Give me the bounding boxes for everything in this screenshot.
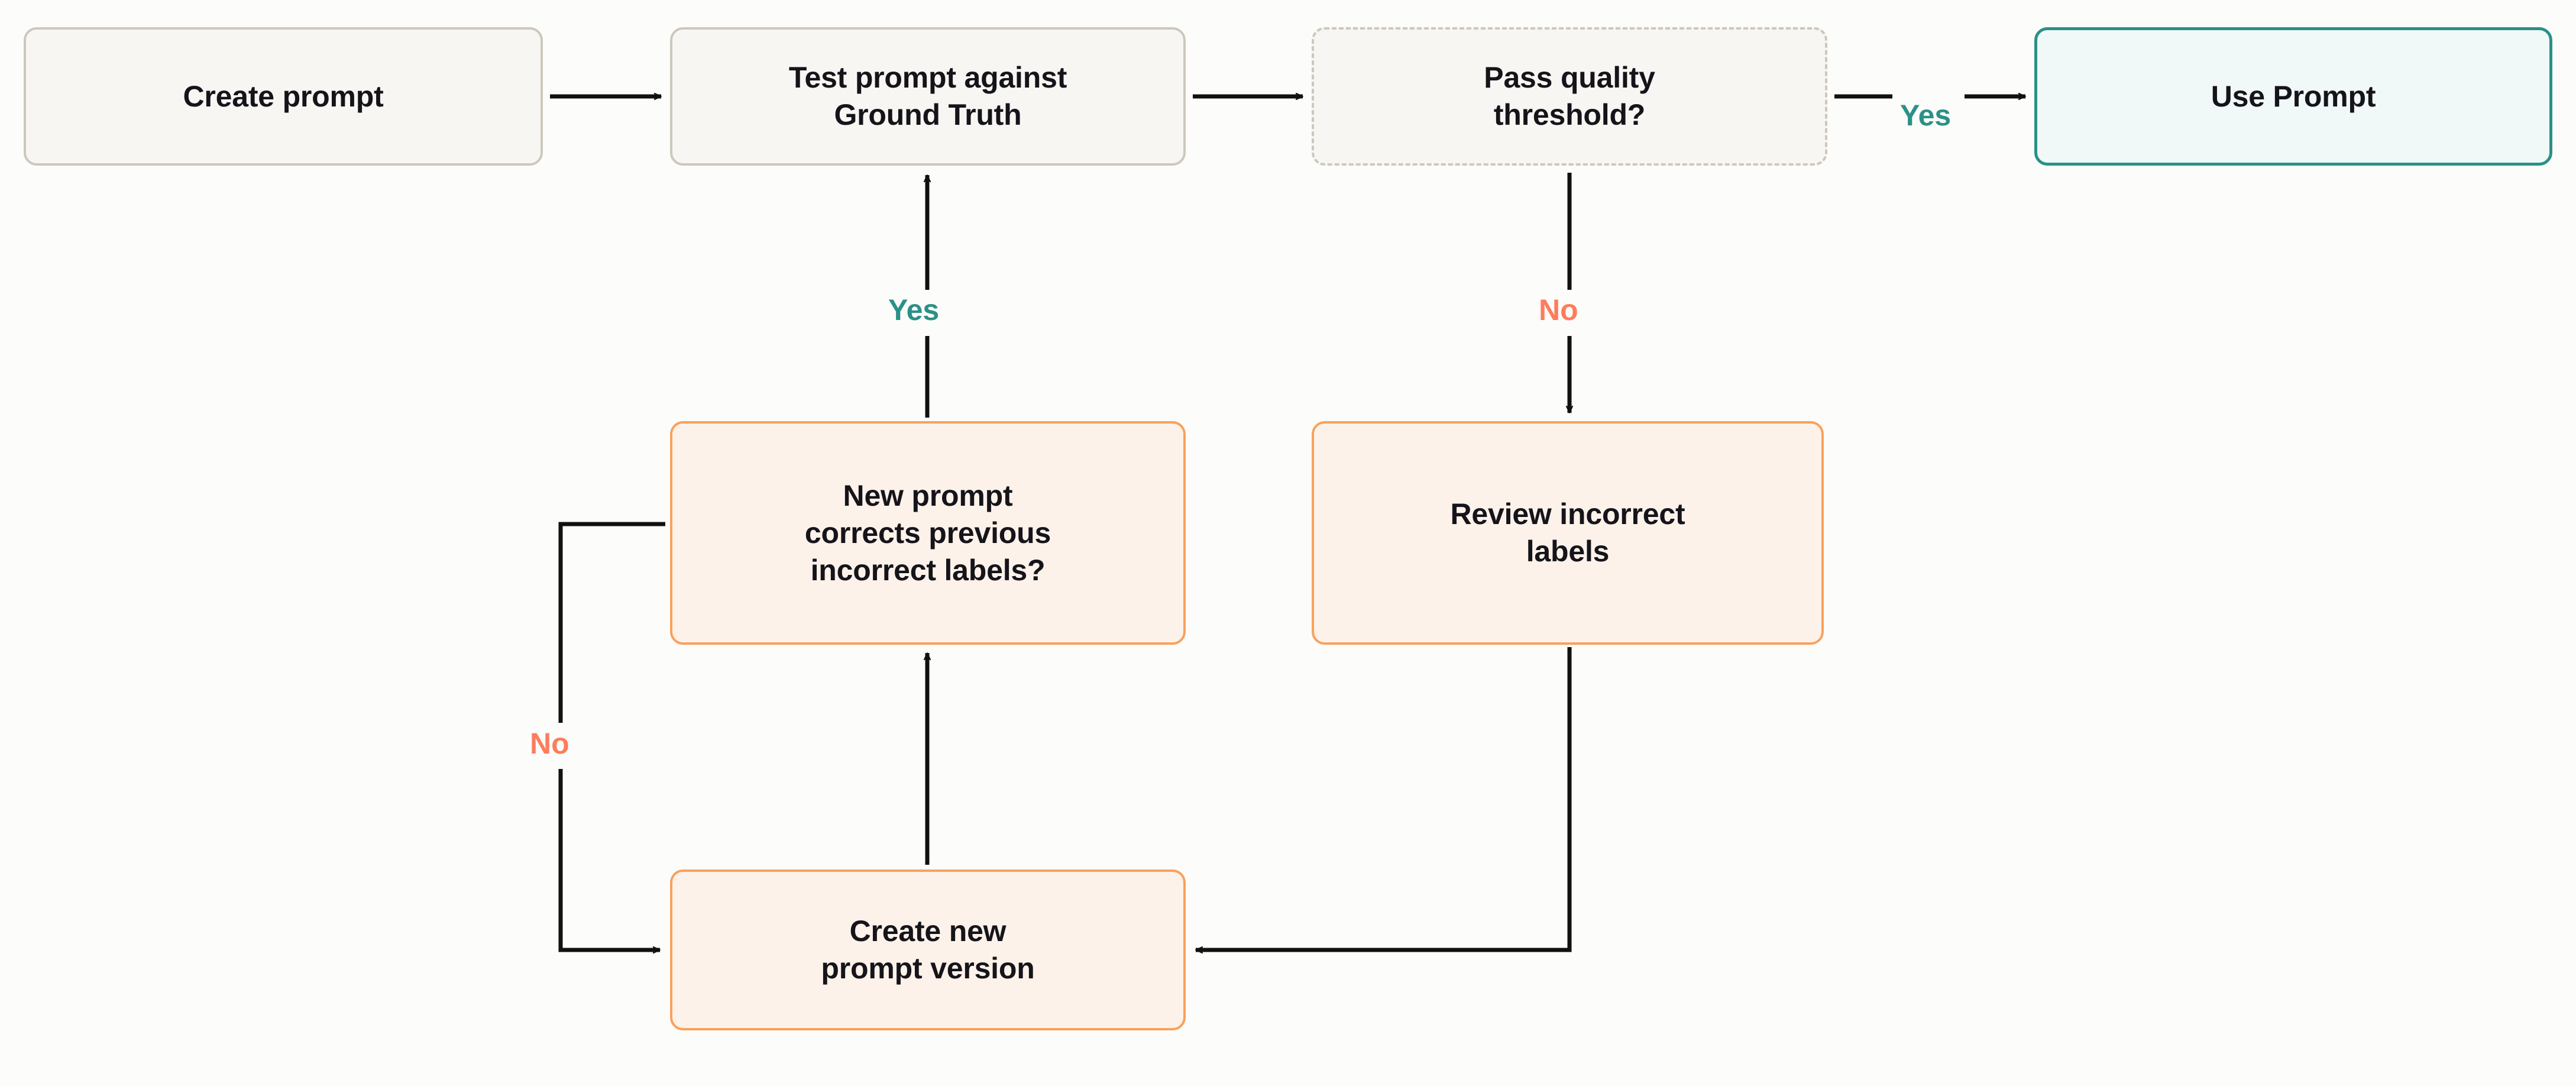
edge-label-yes-pass-quality: Yes <box>1895 98 1956 132</box>
node-pass-quality-threshold[interactable]: Pass quality threshold? <box>1312 27 1827 166</box>
node-new-prompt-corrects-label: New prompt corrects previous incorrect l… <box>805 477 1051 589</box>
node-pass-quality-line1: Pass quality <box>1484 61 1655 94</box>
node-test-prompt-line1: Test prompt against <box>788 61 1067 94</box>
node-create-new-line2: prompt version <box>821 952 1035 985</box>
node-test-prompt-line2: Ground Truth <box>834 98 1022 131</box>
node-create-new-line1: Create new <box>849 914 1007 948</box>
node-pass-quality-line2: threshold? <box>1493 98 1646 131</box>
node-review-incorrect-labels[interactable]: Review incorrect labels <box>1312 421 1824 645</box>
node-new-prompt-line1: New prompt <box>843 479 1013 512</box>
node-review-line1: Review incorrect <box>1450 497 1685 531</box>
node-test-prompt-label: Test prompt against Ground Truth <box>789 59 1067 134</box>
edge-review-to-create-new <box>1196 647 1572 950</box>
edge-new-prompt-to-no-label <box>558 522 665 723</box>
node-create-new-prompt-version[interactable]: Create new prompt version <box>670 870 1186 1030</box>
node-use-prompt[interactable]: Use Prompt <box>2034 27 2552 166</box>
node-new-prompt-line3: incorrect labels? <box>810 553 1046 587</box>
node-new-prompt-line2: corrects previous <box>804 516 1051 550</box>
node-use-prompt-label: Use Prompt <box>2211 79 2376 113</box>
node-create-prompt[interactable]: Create prompt <box>24 27 543 166</box>
node-review-incorrect-label: Review incorrect labels <box>1451 496 1685 570</box>
node-create-new-version-label: Create new prompt version <box>821 913 1034 987</box>
node-review-line2: labels <box>1526 535 1610 568</box>
edge-label-yes-retest: Yes <box>884 293 944 327</box>
node-create-prompt-label: Create prompt <box>183 79 384 113</box>
edge-label-no-pass-quality: No <box>1534 293 1583 327</box>
node-pass-quality-label: Pass quality threshold? <box>1484 59 1655 134</box>
node-new-prompt-corrects-previous-labels[interactable]: New prompt corrects previous incorrect l… <box>670 421 1186 645</box>
node-test-prompt[interactable]: Test prompt against Ground Truth <box>670 27 1186 166</box>
edge-no-label-to-create-new <box>558 769 660 950</box>
edge-label-no-new-prompt-corrects: No <box>525 726 574 761</box>
